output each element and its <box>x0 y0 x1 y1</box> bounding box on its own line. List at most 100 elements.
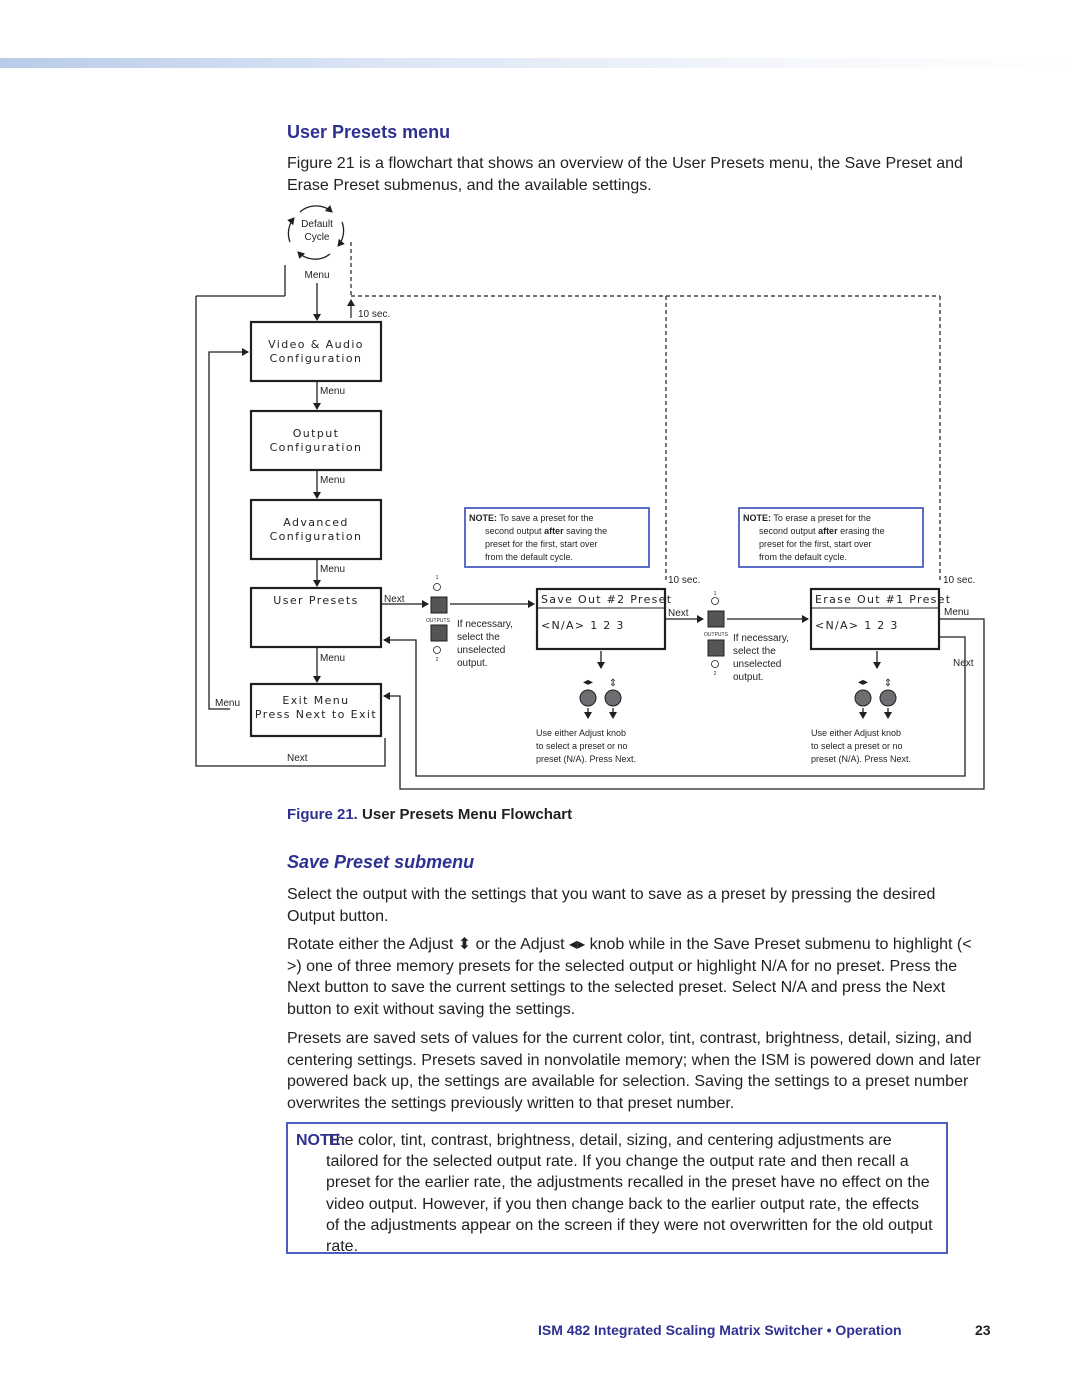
erase-note-label: NOTE: <box>743 513 771 523</box>
erase-lcd-line2: <N/A> 1 2 3 <box>815 619 899 632</box>
para2-part-a: Rotate either the Adjust <box>287 936 454 953</box>
save-knob-text-3: preset (N/A). Press Next. <box>536 754 636 764</box>
next-label-user-presets: Next <box>384 594 405 605</box>
save-note-2b: after <box>544 526 564 536</box>
page-number: 23 <box>975 1322 991 1338</box>
erase-note-1: To erase a preset for the <box>773 513 871 523</box>
box-advanced-line2: Configuration <box>270 530 363 543</box>
note-text: The color, tint, contrast, brightness, d… <box>326 1132 933 1256</box>
header-gradient-bar <box>0 58 1080 68</box>
save-knob-right <box>604 689 622 707</box>
erase-note-2c: erasing the <box>840 526 885 536</box>
menu-label-1: Menu <box>320 386 345 397</box>
adjust-vertical-icon: ⬍ <box>457 936 472 953</box>
if-necessary-1: If necessary, <box>457 619 513 630</box>
figure-label: Figure 21. <box>287 806 358 823</box>
paragraph-select-output: Select the output with the settings that… <box>287 886 936 925</box>
timeout-10s-label-main: 10 sec. <box>358 309 390 320</box>
box-exit-line1: Exit Menu <box>282 694 349 707</box>
next-label-exit: Next <box>287 753 308 764</box>
timeout-10s-label-erase: 10 sec. <box>943 575 975 586</box>
box-video-line2: Configuration <box>270 352 363 365</box>
video-audio-config-box <box>249 320 383 383</box>
paragraph-presets-info: Presets are saved sets of values for the… <box>287 1030 981 1112</box>
if-necessary-2: select the <box>457 632 500 643</box>
erase-knob-text-1: Use either Adjust knob <box>811 728 901 738</box>
next-label-erase: Next <box>953 658 974 669</box>
intro-paragraph: Figure 21 is a flowchart that shows an o… <box>287 155 963 194</box>
advanced-config-box <box>249 498 383 561</box>
section-title: User Presets menu <box>287 122 451 142</box>
output2-num: 2 <box>436 657 439 663</box>
output-button-1-erase <box>707 610 725 628</box>
footer-title: ISM 482 Integrated Scaling Matrix Switch… <box>538 1322 902 1338</box>
save-note-2a: second output <box>485 526 542 536</box>
outputs-label-2: OUTPUTS <box>704 632 729 638</box>
if-necessary-erase-1: If necessary, <box>733 633 789 644</box>
next-label-save: Next <box>668 608 689 619</box>
box-output-line1: Output <box>293 427 340 440</box>
erase-knob-vertical-icon: ⇕ <box>884 678 892 689</box>
output-button-2 <box>430 624 448 642</box>
cycle-label-text: Cycle <box>304 232 329 243</box>
box-video-line1: Video & Audio <box>268 338 364 351</box>
erase-knob-text-2: to select a preset or no <box>811 741 903 751</box>
erase-note-3: preset for the first, start over <box>759 539 872 549</box>
para2-part-b: or the Adjust <box>475 936 565 953</box>
figure-caption: Figure 21. User Presets Menu Flowchart <box>287 806 572 823</box>
subsection-title: Save Preset submenu <box>287 852 475 872</box>
svg-text:second output after erasing th: second output after erasing the <box>759 526 885 536</box>
svg-text:NOTE: To erase a preset for th: NOTE: To erase a preset for the <box>743 513 871 523</box>
save-note-2c: saving the <box>566 526 607 536</box>
menu-label-erase: Menu <box>944 607 969 618</box>
save-note-4: from the default cycle. <box>485 552 573 562</box>
if-necessary-3: unselected <box>457 645 505 656</box>
timeout-10s-label-save: 10 sec. <box>668 575 700 586</box>
erase-note-4: from the default cycle. <box>759 552 847 562</box>
box-user-presets-line: User Presets <box>273 594 358 607</box>
if-necessary-4: output. <box>457 658 488 669</box>
output-button-2-erase <box>707 639 725 657</box>
erase-knob-right <box>879 689 897 707</box>
default-label: Default <box>301 219 333 230</box>
svg-text:NOTE: To save a preset for the: NOTE: To save a preset for the <box>469 513 593 523</box>
default-cycle-icon <box>287 205 345 260</box>
paragraph-rotate-knob: Rotate either the Adjust ⬍ or the Adjust… <box>287 934 987 1020</box>
figure-title: User Presets Menu Flowchart <box>362 806 573 823</box>
output2-num-2: 2 <box>714 671 717 677</box>
if-necessary-erase-4: output. <box>733 672 764 683</box>
menu-label-3: Menu <box>320 564 345 575</box>
save-knob-text-1: Use either Adjust knob <box>536 728 626 738</box>
erase-note-2b: after <box>818 526 838 536</box>
save-note-box <box>464 507 650 568</box>
erase-knob-text-3: preset (N/A). Press Next. <box>811 754 911 764</box>
note-label: NOTE: <box>296 1132 346 1149</box>
output-config-box <box>249 409 383 472</box>
box-exit-line2: Press Next to Exit <box>255 708 377 721</box>
save-note-label: NOTE: <box>469 513 497 523</box>
erase-knob-horizontal-icon: ◂▸ <box>858 677 868 688</box>
save-knob-left <box>579 689 597 707</box>
if-necessary-erase-2: select the <box>733 646 776 657</box>
save-knob-text-2: to select a preset or no <box>536 741 628 751</box>
menu-label-exit: Menu <box>215 698 240 709</box>
user-presets-flowchart: Default Cycle 10 sec. 10 sec. 10 sec. Me… <box>195 205 985 790</box>
save-note-1: To save a preset for the <box>499 513 593 523</box>
erase-note-box <box>738 507 924 568</box>
menu-label-4: Menu <box>320 653 345 664</box>
svg-text:second output after saving the: second output after saving the <box>485 526 607 536</box>
adjust-horizontal-icon: ◂▸ <box>569 936 586 953</box>
note-box: NOTE: The color, tint, contrast, brightn… <box>286 1122 948 1256</box>
if-necessary-erase-3: unselected <box>733 659 781 670</box>
outputs-label-1: OUTPUTS <box>426 618 451 624</box>
save-lcd-line1: Save Out #2 Preset <box>541 593 672 606</box>
box-output-line2: Configuration <box>270 441 363 454</box>
exit-menu-box <box>249 682 383 738</box>
erase-preset-lcd <box>809 587 941 651</box>
save-knob-horizontal-icon: ◂▸ <box>583 677 593 688</box>
para2-part-c: knob while in the Save Preset submenu to… <box>287 936 972 1018</box>
erase-knob-left <box>854 689 872 707</box>
save-knob-vertical-icon: ⇕ <box>609 678 617 689</box>
erase-lcd-line1: Erase Out #1 Preset <box>815 593 951 606</box>
output-button-1 <box>430 596 448 614</box>
